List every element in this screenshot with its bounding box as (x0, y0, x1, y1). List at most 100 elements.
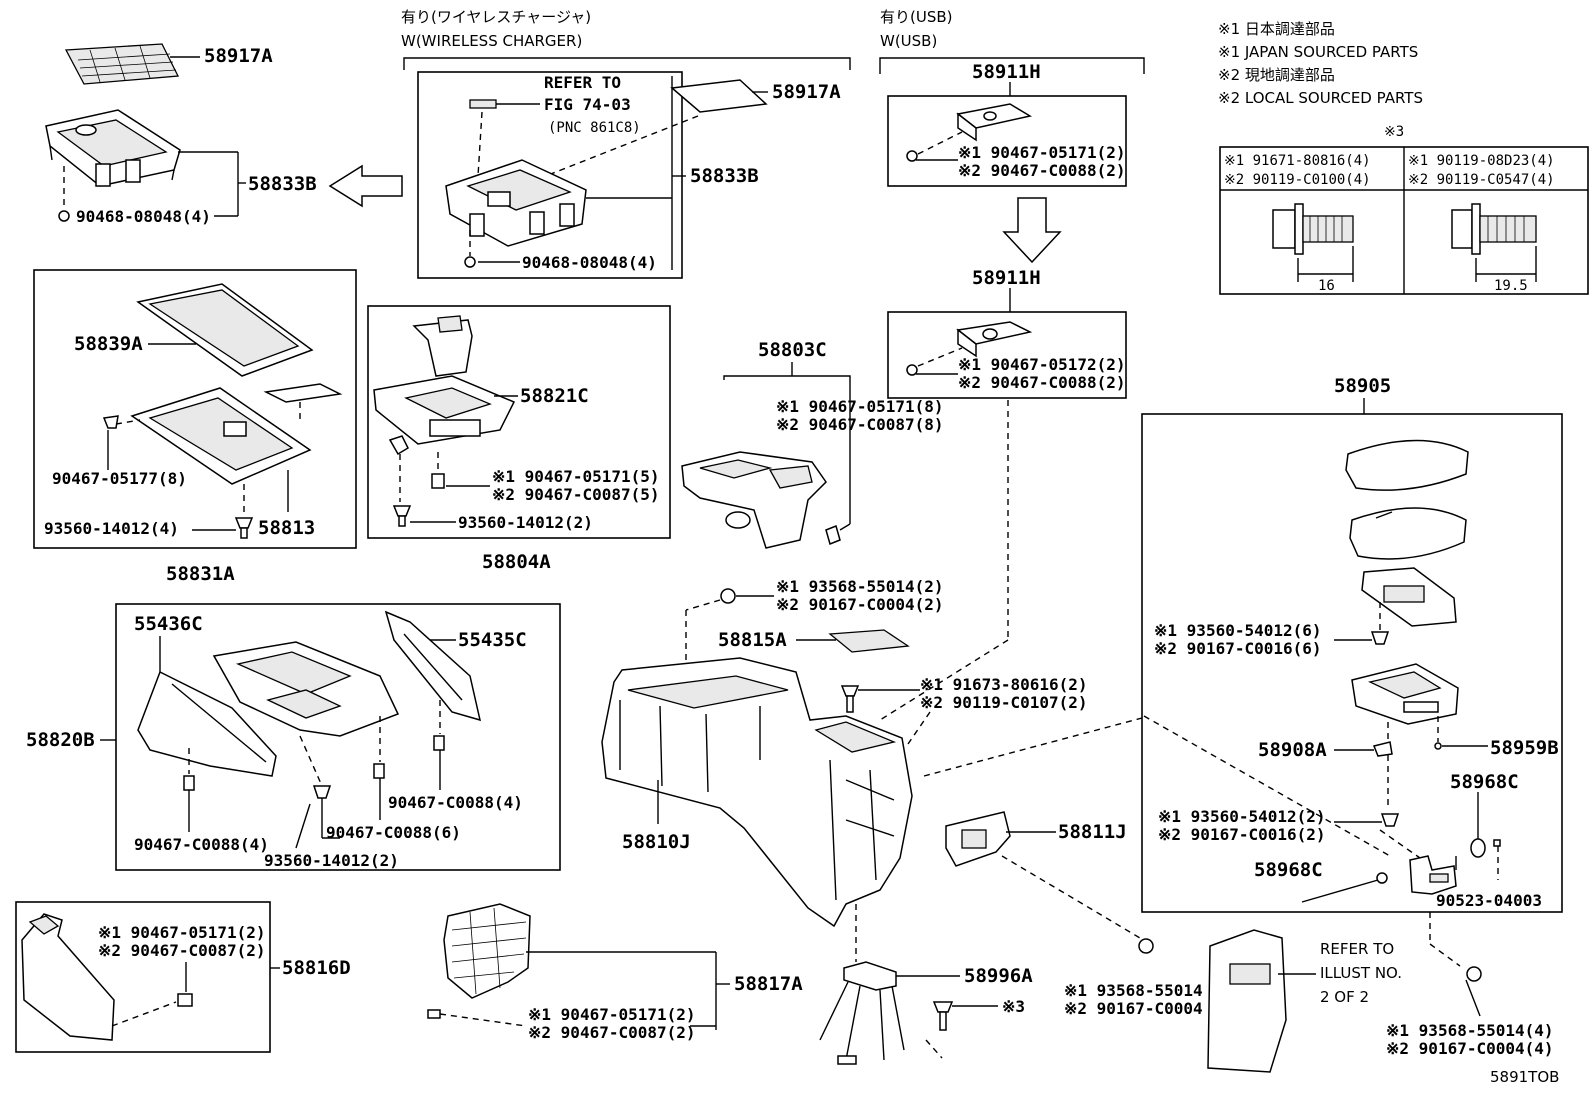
screw-icon (1370, 631, 1390, 645)
clip-icon (427, 1009, 441, 1019)
label-93560-14012-2-b[interactable]: 93560-14012(2) (264, 851, 399, 870)
clip-icon (58, 210, 70, 222)
label-58821C[interactable]: 58821C (520, 385, 589, 407)
dim-16: 16 (1318, 278, 1335, 294)
right-s2-local-part[interactable]: ※2 90167-C0016(2) (1158, 825, 1326, 844)
label-58813[interactable]: 58813 (258, 517, 315, 539)
label-58917A-topleft[interactable]: 58917A (204, 45, 273, 67)
label-58839A[interactable]: 58839A (74, 333, 143, 355)
ref3-mark: ※3 (1384, 124, 1404, 140)
group-58803C: 58803C ※1 90467-05171(8) ※2 90467-C0087(… (681, 339, 944, 549)
bottom-right-group: REFER TO ILLUST NO. 2 OF 2 ※1 93568-5501… (1207, 912, 1559, 1086)
wireless-charger-group: 有り(ワイヤレスチャージャ) W(WIRELESS CHARGER) REFER… (401, 8, 851, 279)
label-90468-wireless[interactable]: 90468-08048(4) (522, 253, 657, 272)
label-58811J[interactable]: 58811J (1058, 821, 1127, 843)
label-58833B-wireless[interactable]: 58833B (690, 165, 759, 187)
refer-to-label: REFER TO (544, 73, 621, 92)
grp58803C-local-part[interactable]: ※2 90467-C0087(8) (776, 415, 944, 434)
center-clip-jp-part[interactable]: ※1 93568-55014(2) (776, 577, 944, 596)
label-93560-14012-4[interactable]: 93560-14012(4) (44, 519, 179, 538)
label-58833B-topleft[interactable]: 58833B (248, 173, 317, 195)
label-90523-04003[interactable]: 90523-04003 (1436, 891, 1542, 910)
center-bottom-local-part[interactable]: ※2 90167-C0004 (1064, 999, 1203, 1018)
label-55436C[interactable]: 55436C (134, 613, 203, 635)
label-58968C-lower[interactable]: 58968C (1254, 859, 1323, 881)
clip-icon (825, 524, 841, 546)
label-93560-14012-2[interactable]: 93560-14012(2) (458, 513, 593, 532)
label-58996A[interactable]: 58996A (964, 965, 1033, 987)
note-japan-en: ※1 JAPAN SOURCED PARTS (1218, 43, 1418, 61)
box58804A-local-part[interactable]: ※2 90467-C0087(5) (492, 485, 660, 504)
duct-58817A-illustration (443, 903, 531, 999)
panel-58813-illustration (130, 387, 312, 485)
label-58911H-bottom[interactable]: 58911H (972, 267, 1041, 289)
ref3-right-jp: ※1 90119-08D23(4) (1408, 153, 1555, 169)
label-58908A[interactable]: 58908A (1258, 739, 1327, 761)
label-58831A[interactable]: 58831A (166, 563, 235, 585)
stay-58996A-illustration (819, 961, 905, 1065)
side-panel-55435C-illustration (384, 610, 482, 722)
screw-icon (906, 150, 918, 162)
spring-icon (1372, 741, 1393, 757)
label-58917A-wireless[interactable]: 58917A (772, 81, 841, 103)
screw-icon (312, 785, 332, 799)
illustration-code: 5891TOB (1490, 1068, 1559, 1086)
label-58968C-upper[interactable]: 58968C (1450, 771, 1519, 793)
ref3-left-local: ※2 90119-C0100(4) (1224, 172, 1371, 188)
center-duct-local-part[interactable]: ※2 90467-C0087(2) (528, 1023, 696, 1042)
base-plate-illustration (1351, 663, 1459, 725)
label-90467-05177[interactable]: 90467-05177(8) (52, 469, 187, 488)
label-58911H-top[interactable]: 58911H (972, 61, 1041, 83)
usb-bottom-jp-part[interactable]: ※1 90467-05172(2) (958, 355, 1126, 374)
label-58815A[interactable]: 58815A (718, 629, 787, 651)
center-ref3-mark: ※3 (1002, 997, 1025, 1016)
label-58820B[interactable]: 58820B (26, 729, 95, 751)
usb-port-illustration (956, 103, 1032, 142)
shift-boot-illustration (412, 315, 473, 377)
center-bottom-jp-part[interactable]: ※1 93568-55014 (1064, 981, 1203, 1000)
usb-bottom-local-part[interactable]: ※2 90467-C0088(2) (958, 373, 1126, 392)
flange-bolt-16: 16 (1272, 203, 1354, 294)
pin-icon (1434, 742, 1442, 750)
label-58817A[interactable]: 58817A (734, 973, 803, 995)
side-panel-55436C-illustration (137, 670, 277, 777)
label-58959B[interactable]: 58959B (1490, 737, 1559, 759)
box58816D-jp-part[interactable]: ※1 90467-05171(2) (98, 923, 266, 942)
usb-top-local-part[interactable]: ※2 90467-C0088(2) (958, 161, 1126, 180)
label-58804A[interactable]: 58804A (482, 551, 551, 573)
label-c0088-6[interactable]: 90467-C0088(6) (326, 823, 461, 842)
clip-icon (1466, 966, 1482, 982)
ref3-left-jp: ※1 91671-80816(4) (1224, 153, 1371, 169)
label-58810J[interactable]: 58810J (622, 831, 691, 853)
label-90468-topleft[interactable]: 90468-08048(4) (76, 207, 211, 226)
center-bolt-local-part[interactable]: ※2 90119-C0107(2) (920, 693, 1088, 712)
box-58820B: 58820B 55436C 55435C 90467-C0088(4) 9356… (26, 603, 561, 871)
rear-panel-illustration (1207, 929, 1287, 1073)
label-58803C[interactable]: 58803C (758, 339, 827, 361)
box58804A-jp-part[interactable]: ※1 90467-05171(5) (492, 467, 660, 486)
center-clip-local-part[interactable]: ※2 90167-C0004(2) (776, 595, 944, 614)
cushion-icon (1470, 838, 1486, 858)
label-55435C[interactable]: 55435C (458, 629, 527, 651)
refer-pnc-label: (PNC 861C8) (548, 120, 641, 136)
label-58905[interactable]: 58905 (1334, 375, 1391, 397)
mat-58917A-illustration (64, 43, 180, 85)
right-s1-local-part[interactable]: ※2 90167-C0016(6) (1154, 639, 1322, 658)
label-58816D[interactable]: 58816D (282, 957, 351, 979)
right-s1-jp-part[interactable]: ※1 93560-54012(6) (1154, 621, 1322, 640)
note-japan-jp: ※1 日本調達部品 (1218, 20, 1335, 38)
label-c0088-4-right[interactable]: 90467-C0088(4) (388, 793, 523, 812)
center-bolt-jp-part[interactable]: ※1 91673-80616(2) (920, 675, 1088, 694)
grp58803C-jp-part[interactable]: ※1 90467-05171(8) (776, 397, 944, 416)
screw-icon (1380, 813, 1400, 827)
center-duct-jp-part[interactable]: ※1 90467-05171(2) (528, 1005, 696, 1024)
group-58833B-base: 58917A 58833B 90468-08048(4) (45, 43, 317, 226)
bracket-illustration (263, 383, 343, 403)
label-c0088-4-left[interactable]: 90467-C0088(4) (134, 835, 269, 854)
bottom-right-jp-part[interactable]: ※1 93568-55014(4) (1386, 1021, 1554, 1040)
box-58831A: 58839A 90467-05177(8) 93560-14012(4) 588… (33, 269, 357, 585)
bottom-right-local-part[interactable]: ※2 90167-C0004(4) (1386, 1039, 1554, 1058)
right-s2-jp-part[interactable]: ※1 93560-54012(2) (1158, 807, 1326, 826)
box58816D-local-part[interactable]: ※2 90467-C0087(2) (98, 941, 266, 960)
usb-top-jp-part[interactable]: ※1 90467-05171(2) (958, 143, 1126, 162)
